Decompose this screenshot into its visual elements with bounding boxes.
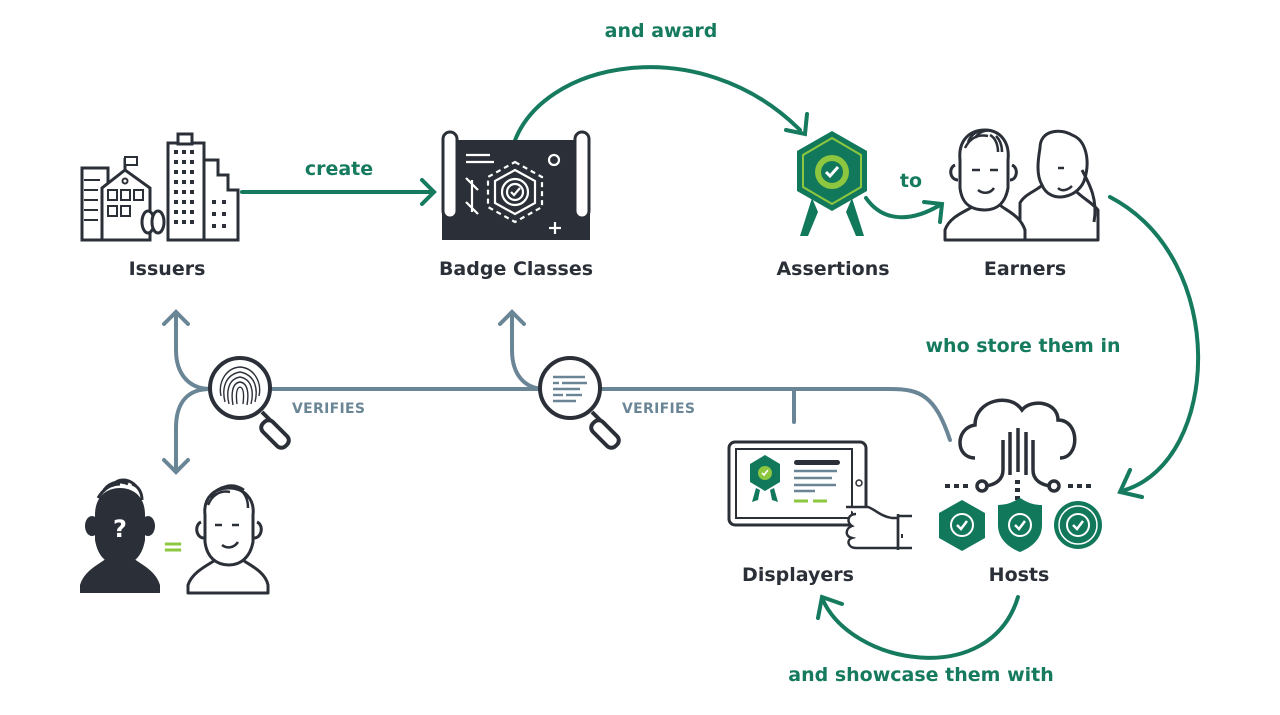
issuers-label: Issuers <box>128 258 206 280</box>
blueprint-badge-icon <box>441 130 591 240</box>
known-person-icon <box>186 484 270 595</box>
to-arrow <box>864 196 942 220</box>
tablet-in-hand-icon <box>727 440 912 550</box>
award-ribbon-badge-icon <box>797 131 867 236</box>
host-badge-circle-icon <box>1054 501 1102 549</box>
cloud-badges-icon <box>939 398 1102 552</box>
showcase-arrow <box>820 595 1020 660</box>
identity-equals-sign: = <box>162 532 184 562</box>
earners-label: Earners <box>983 258 1067 280</box>
verify-arrow-up-issuers <box>174 310 212 391</box>
verify-arrow-down-identity <box>174 387 212 474</box>
unknown-identity-mark: ? <box>113 515 127 543</box>
city-buildings-icon <box>80 132 240 242</box>
unknown-person-silhouette-icon <box>80 478 160 593</box>
assertions-label: Assertions <box>776 258 890 280</box>
store-arrow <box>1108 195 1201 492</box>
verifies-identity-label: VERIFIES <box>292 401 366 417</box>
hosts-label: Hosts <box>988 564 1050 586</box>
to-flow-label: to <box>899 170 923 192</box>
host-badge-hexagon-icon <box>939 500 985 551</box>
create-flow-label: create <box>304 158 374 180</box>
flow-arrows <box>240 65 1201 660</box>
award-flow-label: and award <box>604 20 718 42</box>
fingerprint-magnifier-icon <box>208 356 291 450</box>
badge-classes-label: Badge Classes <box>438 258 594 280</box>
host-badge-shield-icon <box>998 498 1042 552</box>
showcase-flow-label: and showcase them with <box>788 664 1054 686</box>
store-flow-label: who store them in <box>925 335 1121 357</box>
award-arrow <box>511 65 802 148</box>
verify-main-line <box>238 387 952 442</box>
displayers-label: Displayers <box>742 564 854 586</box>
two-people-icon <box>943 128 1100 242</box>
verifies-badge-label: VERIFIES <box>622 401 696 417</box>
document-magnifier-icon <box>538 356 621 450</box>
